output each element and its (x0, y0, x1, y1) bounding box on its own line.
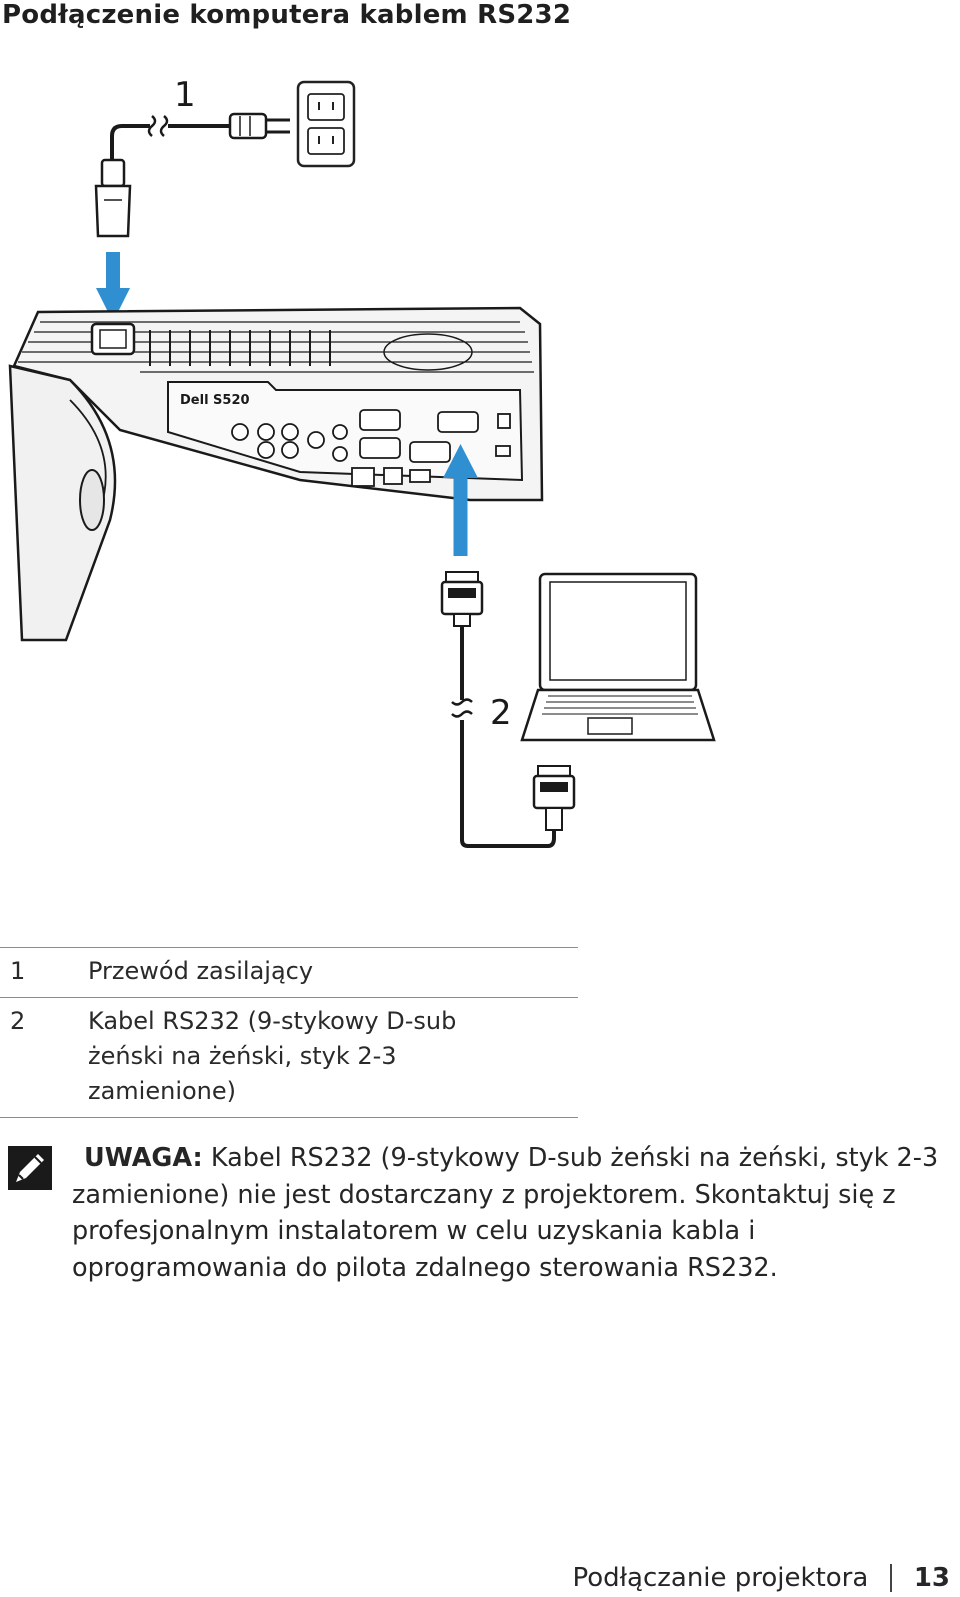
legend-table: 1 Przewód zasilający 2 Kabel RS232 (9-st… (0, 947, 578, 1118)
page-footer: Podłączanie projektora 13 (572, 1563, 950, 1593)
rs232-cable (440, 571, 576, 848)
footer-section: Podłączanie projektora (572, 1563, 869, 1593)
projector-model-label: Dell S520 (180, 393, 250, 408)
arrow-up-icon (443, 444, 478, 556)
legend-text: Kabel RS232 (9-stykowy D-sub żeński na ż… (88, 1007, 457, 1105)
page-title: Podłączenie komputera kablem RS232 (2, 0, 572, 30)
legend-number: 1 (10, 957, 26, 985)
power-outlet-icon (296, 80, 356, 168)
rs232-connector-icon (440, 571, 484, 627)
iec-connector-icon (94, 158, 132, 238)
note-pencil-icon (8, 1146, 52, 1190)
note-text: UWAGA: Kabel RS232 (9-stykowy D-sub żeńs… (72, 1140, 960, 1286)
legend-row: 1 Przewód zasilający (0, 947, 578, 998)
callout-2: 2 (490, 693, 512, 733)
footer-separator (890, 1564, 892, 1592)
legend-text: Przewód zasilający (88, 957, 314, 985)
legend-number: 2 (10, 1007, 26, 1035)
power-plug-icon (228, 112, 290, 140)
connection-diagram: 1 Dell S520 (8, 75, 716, 848)
laptop-icon (520, 572, 716, 742)
page-number: 13 (913, 1563, 950, 1593)
projector-icon: Dell S520 (8, 306, 544, 642)
note-label: UWAGA: (84, 1143, 203, 1173)
legend-row: 2 Kabel RS232 (9-stykowy D-sub żeński na… (0, 997, 578, 1118)
note-body: Kabel RS232 (9-stykowy D-sub żeński na ż… (72, 1143, 939, 1283)
callout-1: 1 (174, 75, 196, 115)
power-cord (94, 112, 290, 238)
rs232-connector-icon (532, 765, 576, 831)
arrow-down-icon (96, 252, 130, 322)
